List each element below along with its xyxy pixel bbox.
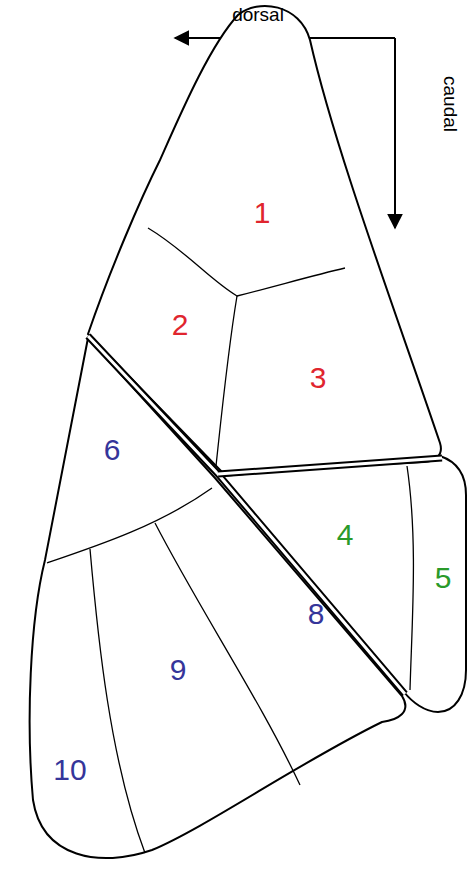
direction-label: caudal xyxy=(441,76,460,132)
callout-number: 2 xyxy=(172,310,189,340)
middle-lobe xyxy=(222,456,466,712)
direction-label: dorsal xyxy=(232,5,284,24)
callout-number: 10 xyxy=(53,755,86,785)
callout-number: 9 xyxy=(170,655,187,685)
callout-number: 4 xyxy=(337,520,354,550)
callout-number: 3 xyxy=(310,363,327,393)
callout-number: 1 xyxy=(254,198,271,228)
callout-number: 5 xyxy=(435,563,452,593)
fissure xyxy=(88,336,442,694)
direction-arrow xyxy=(394,38,396,228)
upper-lobe xyxy=(88,6,441,472)
callout-number: 6 xyxy=(104,435,121,465)
segment-boundary xyxy=(47,228,413,853)
callout-number: 8 xyxy=(308,599,325,629)
